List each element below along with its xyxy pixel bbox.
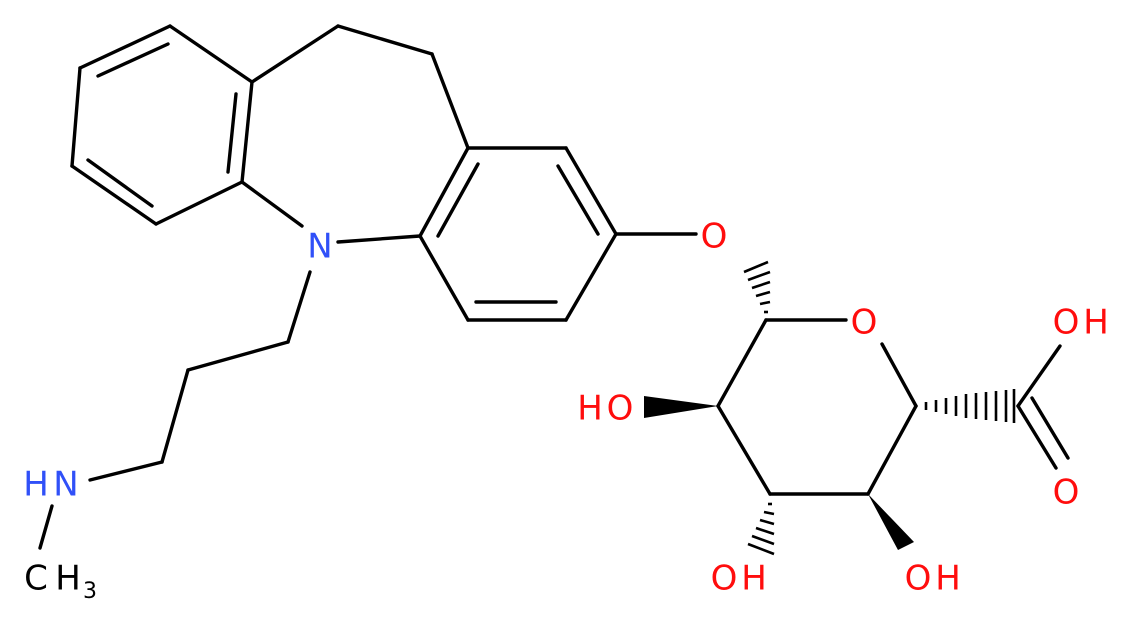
amine-n-label: N bbox=[53, 465, 78, 505]
acid-oh-o-label: O bbox=[1053, 303, 1080, 343]
hashed-wedge-c5-cooh bbox=[924, 389, 1016, 423]
acid-carbonyl-o-label: O bbox=[1053, 473, 1080, 513]
solid-wedge-c4-oh bbox=[868, 494, 914, 550]
hashed-wedge-c3-oh bbox=[747, 502, 775, 556]
oh-bottom-right-h-label: H bbox=[935, 559, 961, 599]
right-benzene-ring bbox=[418, 146, 618, 322]
ethylene-bridge bbox=[250, 24, 470, 150]
propyl-chain bbox=[38, 340, 290, 550]
ring-nitrogen-label: N bbox=[307, 227, 332, 267]
methyl-c-label: C bbox=[24, 559, 48, 599]
left-benzene-ring bbox=[70, 24, 254, 226]
hashed-wedge-c1-o bbox=[743, 260, 771, 314]
oh-bottom-left-o-label: O bbox=[711, 559, 738, 599]
methyl-subscript: 3 bbox=[83, 579, 97, 604]
oh-bottom-left-h-label: H bbox=[741, 559, 767, 599]
amine-h-label: H bbox=[23, 465, 49, 505]
ho-left-h-label: H bbox=[577, 389, 603, 429]
ether-oxygen-label: O bbox=[701, 217, 728, 257]
acid-oh-h-label: H bbox=[1083, 303, 1109, 343]
solid-wedge-c2-oh bbox=[644, 396, 718, 418]
ring-oxygen-label: O bbox=[851, 303, 878, 343]
azepine-n-bonds bbox=[240, 180, 422, 344]
ho-left-o-label: O bbox=[607, 389, 634, 429]
carboxylic-acid bbox=[1016, 344, 1070, 470]
glucuronide-ring bbox=[716, 318, 918, 496]
oh-bottom-right-o-label: O bbox=[905, 559, 932, 599]
methyl-h-label: H bbox=[55, 559, 81, 599]
